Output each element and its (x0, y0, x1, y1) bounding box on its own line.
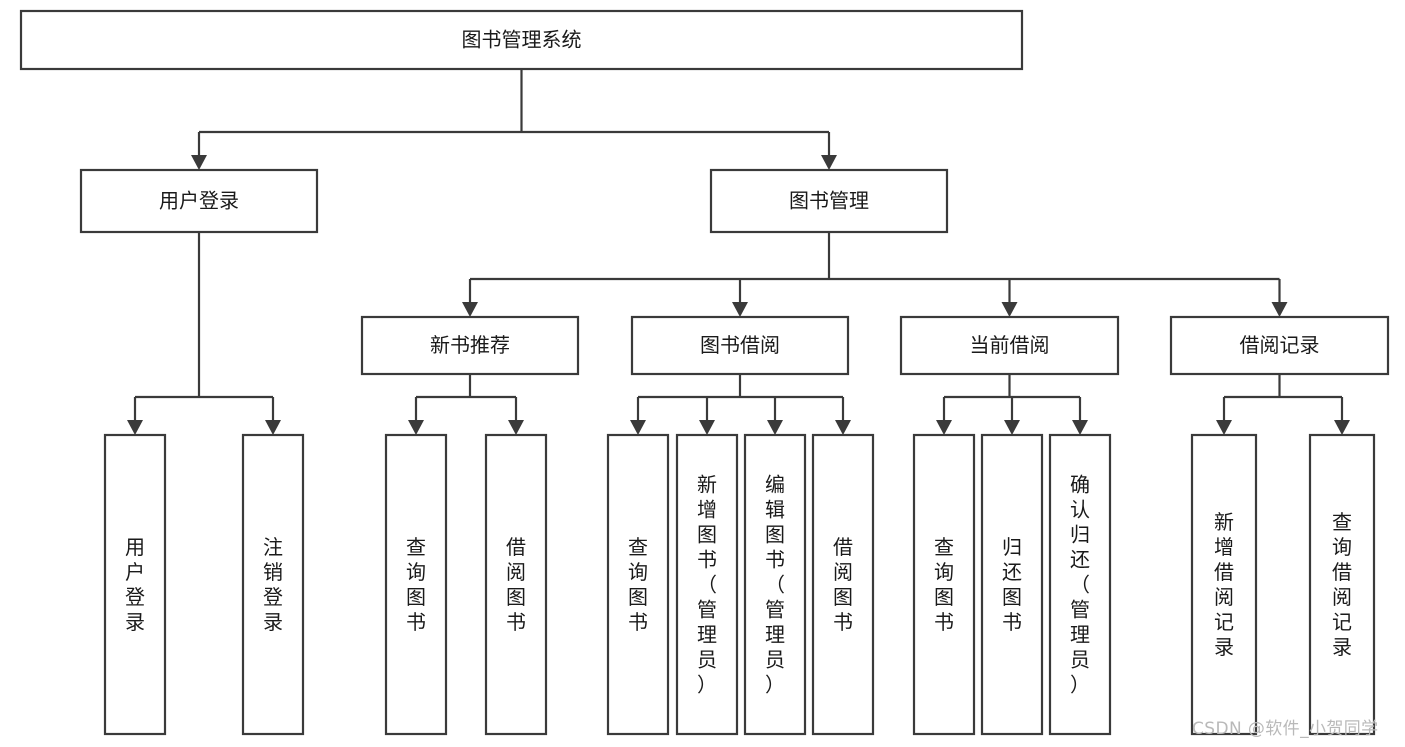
arrow-head (835, 420, 851, 435)
arrow-head (1001, 302, 1018, 317)
arrow-head (191, 155, 207, 170)
node-box-leaf-cb-return (980, 433, 1044, 736)
node-label-leaf-rec-borrow: 借阅图书 (506, 535, 526, 634)
node-label-leaf-bb-edit: 编辑图书（管理员） (765, 473, 785, 697)
node-box-leaf-cb-confirm (1048, 433, 1112, 736)
node-label-leaf-cb-confirm: 确认归还（管理员） (1070, 473, 1090, 697)
connector-layer (127, 69, 1350, 435)
node-label-book-manage: 图书管理 (789, 189, 869, 213)
arrow-head (699, 420, 715, 435)
node-box-leaf-cb-query (912, 433, 976, 736)
node-label-leaf-user-login: 用户登录 (125, 535, 145, 634)
node-box-user-login (79, 168, 319, 234)
arrow-head (1271, 302, 1288, 317)
node-label-leaf-cb-return: 归还图书 (1002, 535, 1022, 634)
node-book-manage[interactable]: 图书管理 (709, 168, 949, 234)
node-book-borrow[interactable]: 图书借阅 (630, 315, 850, 376)
node-box-leaf-bb-add (675, 433, 739, 736)
node-borrow-record[interactable]: 借阅记录 (1169, 315, 1390, 376)
node-leaf-bb-add[interactable]: 新增图书（管理员） (675, 433, 739, 736)
node-box-leaf-bb-borrow (811, 433, 875, 736)
node-box-root (19, 9, 1024, 71)
arrow-head (127, 420, 143, 435)
node-label-leaf-bb-query: 查询图书 (628, 535, 648, 634)
node-leaf-rec-query[interactable]: 查询图书 (384, 433, 448, 736)
node-label-leaf-br-query: 查询借阅记录 (1332, 510, 1352, 659)
node-box-current-borrow (899, 315, 1120, 376)
node-label-borrow-record: 借阅记录 (1240, 333, 1320, 357)
node-leaf-br-add[interactable]: 新增借阅记录 (1190, 433, 1258, 736)
node-box-book-manage (709, 168, 949, 234)
node-box-new-book-rec (360, 315, 580, 376)
node-box-leaf-rec-query (384, 433, 448, 736)
node-leaf-bb-edit[interactable]: 编辑图书（管理员） (743, 433, 807, 736)
node-label-new-book-rec: 新书推荐 (430, 333, 510, 357)
node-label-leaf-rec-query: 查询图书 (406, 535, 426, 634)
node-leaf-user-logout[interactable]: 注销登录 (241, 433, 305, 736)
node-root[interactable]: 图书管理系统 (19, 9, 1024, 71)
node-leaf-cb-confirm[interactable]: 确认归还（管理员） (1048, 433, 1112, 736)
node-box-leaf-bb-edit (743, 433, 807, 736)
arrow-head (508, 420, 524, 435)
node-leaf-cb-query[interactable]: 查询图书 (912, 433, 976, 736)
arrow-head (767, 420, 783, 435)
node-label-leaf-cb-query: 查询图书 (934, 535, 954, 634)
node-user-login[interactable]: 用户登录 (79, 168, 319, 234)
arrow-head (1072, 420, 1088, 435)
node-box-leaf-br-add (1190, 433, 1258, 736)
arrow-head (630, 420, 646, 435)
node-label-leaf-bb-add: 新增图书（管理员） (697, 473, 717, 697)
arrow-head (408, 420, 424, 435)
node-leaf-rec-borrow[interactable]: 借阅图书 (484, 433, 548, 736)
node-label-leaf-br-add: 新增借阅记录 (1214, 510, 1234, 659)
arrow-head (821, 155, 837, 170)
arrow-head (732, 302, 748, 317)
arrow-head (1216, 420, 1232, 435)
node-label-leaf-bb-borrow: 借阅图书 (833, 535, 853, 634)
node-label-leaf-user-logout: 注销登录 (263, 535, 283, 634)
node-leaf-bb-query[interactable]: 查询图书 (606, 433, 670, 736)
arrow-head (265, 420, 281, 435)
node-leaf-cb-return[interactable]: 归还图书 (980, 433, 1044, 736)
arrow-head (1334, 420, 1350, 435)
node-leaf-user-login[interactable]: 用户登录 (103, 433, 167, 736)
node-box-book-borrow (630, 315, 850, 376)
node-leaf-br-query[interactable]: 查询借阅记录 (1308, 433, 1376, 736)
node-layer: 图书管理系统用户登录图书管理新书推荐图书借阅当前借阅借阅记录用户登录注销登录查询… (19, 9, 1390, 736)
node-label-root: 图书管理系统 (462, 28, 582, 52)
node-label-user-login: 用户登录 (159, 189, 239, 213)
node-box-leaf-rec-borrow (484, 433, 548, 736)
node-current-borrow[interactable]: 当前借阅 (899, 315, 1120, 376)
csdn-watermark: CSDN @软件_小贺同学 (1192, 719, 1379, 739)
arrow-head (462, 302, 478, 317)
node-new-book-rec[interactable]: 新书推荐 (360, 315, 580, 376)
arrow-head (936, 420, 952, 435)
node-box-leaf-bb-query (606, 433, 670, 736)
node-label-current-borrow: 当前借阅 (970, 333, 1050, 357)
node-leaf-bb-borrow[interactable]: 借阅图书 (811, 433, 875, 736)
node-box-leaf-br-query (1308, 433, 1376, 736)
node-label-book-borrow: 图书借阅 (700, 333, 780, 357)
node-box-borrow-record (1169, 315, 1390, 376)
node-box-leaf-user-logout (241, 433, 305, 736)
node-box-leaf-user-login (103, 433, 167, 736)
arrow-head (1004, 420, 1020, 435)
